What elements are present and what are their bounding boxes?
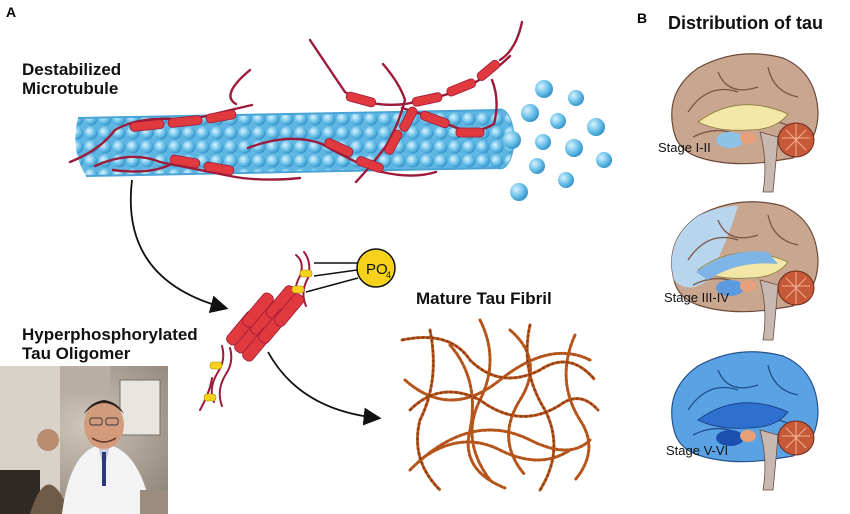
microtubule-label-line2: Microtubule <box>22 79 119 98</box>
microtubule-label-line1: Destabilized <box>22 60 122 79</box>
fibril-label: Mature Tau Fibril <box>416 289 552 308</box>
stage-label-1: Stage I-II <box>658 140 711 155</box>
arrow-to-fibril <box>267 351 382 426</box>
tau-oligomer <box>199 251 359 411</box>
panel-a-letter: A <box>6 4 17 20</box>
brain-stage-3-4 <box>671 201 819 341</box>
distribution-title: Distribution of tau <box>668 13 823 33</box>
tau-fibril-tangle <box>400 318 600 492</box>
stage-label-3: Stage V-VI <box>666 443 729 458</box>
phosphate-group: PO 4 <box>356 248 396 288</box>
microtubule <box>75 108 515 177</box>
free-tubulin-dimers <box>503 80 612 201</box>
panel-b-letter: B <box>637 10 648 26</box>
phosphate-subscript: 4 <box>386 270 391 280</box>
brain-stage-1-2 <box>671 53 819 193</box>
microtubule-label: Destabilized Microtubule <box>22 60 121 98</box>
oligomer-label-line2: Tau Oligomer <box>22 344 131 363</box>
oligomer-label-line1: Hyperphosphorylated <box>22 325 198 344</box>
tau-repeat-domains <box>129 59 500 176</box>
stage-label-2: Stage III-IV <box>664 290 730 305</box>
oligomer-label: Hyperphosphorylated Tau Oligomer <box>22 325 198 363</box>
phosphate-label: PO <box>366 261 388 278</box>
brain-stage-5-6 <box>671 351 819 491</box>
portrait-photo <box>0 366 168 514</box>
arrow-to-oligomer <box>129 179 229 313</box>
tau-fibril-tangle-dark <box>401 324 599 491</box>
